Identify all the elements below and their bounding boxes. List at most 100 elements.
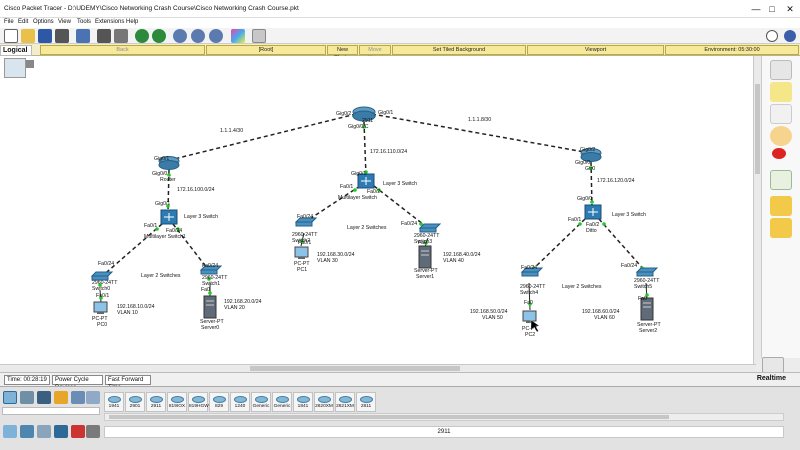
end-devices-icon[interactable] — [20, 391, 34, 404]
move-object-button[interactable]: Move Object — [359, 45, 391, 61]
select-icon[interactable] — [770, 60, 792, 80]
server-server1[interactable] — [418, 245, 432, 269]
menu-options[interactable]: Options — [33, 19, 54, 25]
maximize-button[interactable]: □ — [769, 4, 775, 14]
power-cycle-button[interactable]: Power Cycle Devices — [52, 375, 103, 391]
back-button[interactable]: Back — [40, 45, 205, 55]
components-icon[interactable] — [37, 391, 51, 404]
environment-button[interactable]: Environment: 05:30:00 — [665, 45, 799, 55]
help-icon[interactable] — [784, 30, 796, 42]
custom-device-icon[interactable] — [252, 29, 266, 43]
security-icon[interactable] — [71, 425, 85, 438]
wan-emulation-icon[interactable] — [86, 425, 100, 438]
save-icon[interactable] — [38, 29, 52, 43]
device-2621xm[interactable]: 2621XM — [335, 392, 355, 412]
svg-text:Layer 2 Switches: Layer 2 Switches — [347, 225, 387, 231]
switches-icon[interactable] — [20, 425, 34, 438]
device-2901[interactable]: 2901 — [125, 392, 145, 412]
scroll-thumb[interactable] — [250, 366, 460, 371]
complex-pdu-icon[interactable] — [770, 218, 792, 238]
menu-file[interactable]: File — [4, 19, 14, 25]
viewport-toggle-icon[interactable] — [26, 60, 34, 68]
paste-icon[interactable] — [114, 29, 128, 43]
scroll-thumb[interactable] — [109, 415, 669, 419]
switch-sw3[interactable] — [418, 223, 442, 233]
menu-extensions[interactable]: Extensions — [95, 19, 125, 25]
pc-pc1[interactable] — [294, 246, 309, 259]
device-1841[interactable]: 1841 — [293, 392, 313, 412]
workspace-vertical-scrollbar[interactable] — [753, 56, 761, 364]
l3-switch-left[interactable] — [160, 209, 178, 225]
note-icon[interactable] — [770, 82, 792, 102]
wireless-devices-icon[interactable] — [54, 425, 68, 438]
network-devices-icon[interactable] — [3, 391, 17, 404]
routers-icon[interactable] — [3, 425, 17, 438]
info-icon[interactable] — [766, 30, 778, 42]
switch-sw1[interactable] — [199, 265, 223, 275]
menu-view[interactable]: View — [58, 19, 71, 25]
menu-tools[interactable]: Tools — [77, 19, 92, 25]
server-server2[interactable] — [640, 297, 654, 321]
scroll-thumb[interactable] — [755, 84, 760, 174]
pc-pc0[interactable] — [93, 301, 108, 314]
multiuser-icon[interactable] — [86, 391, 100, 404]
undo-icon[interactable] — [135, 29, 149, 43]
device-1240[interactable]: 1240 — [230, 392, 250, 412]
miscellaneous-icon[interactable] — [71, 391, 85, 404]
navigation-icon[interactable] — [4, 58, 26, 78]
pc-pc2[interactable] — [522, 310, 541, 333]
device-search-field[interactable] — [2, 407, 100, 415]
root-button[interactable]: [Root] — [206, 45, 326, 55]
logical-view-label[interactable]: Logical — [0, 45, 32, 56]
device-819iox[interactable]: 819IOX — [167, 392, 187, 412]
realtime-mode-label[interactable]: Realtime — [756, 375, 786, 382]
switch-sw0[interactable] — [90, 271, 114, 281]
open-icon[interactable] — [21, 29, 35, 43]
viewport-button[interactable]: Viewport — [527, 45, 664, 55]
device-819hgw[interactable]: 819HGW — [188, 392, 209, 412]
connections-icon[interactable] — [54, 391, 68, 404]
resize-icon[interactable] — [770, 170, 792, 190]
router-left[interactable] — [158, 156, 180, 170]
device-2811[interactable]: 2811 — [356, 392, 376, 412]
new-cluster-button[interactable]: New Cluster — [327, 45, 358, 61]
draw-ellipse-icon[interactable] — [772, 148, 786, 159]
logical-workspace[interactable]: 1.1.1.4/30 1.1.1.8/30 172.16.110.0/24 17… — [0, 56, 756, 364]
redo-icon[interactable] — [152, 29, 166, 43]
inspect-icon[interactable] — [770, 126, 792, 146]
zoom-in-icon[interactable] — [173, 29, 187, 43]
menu-help[interactable]: Help — [126, 19, 139, 25]
delete-icon[interactable] — [770, 104, 792, 124]
l3-switch-right[interactable] — [584, 204, 602, 220]
menu-edit[interactable]: Edit — [18, 19, 29, 25]
switch-sw2[interactable] — [294, 217, 318, 227]
drawing-palette-icon[interactable] — [231, 29, 245, 43]
l3-switch-center[interactable] — [357, 173, 375, 189]
activity-wizard-icon[interactable] — [76, 29, 90, 43]
device-829[interactable]: 829 — [209, 392, 229, 412]
device-generic-2[interactable]: Generic — [272, 392, 292, 412]
switch-sw4[interactable] — [520, 267, 544, 277]
print-icon[interactable] — [55, 29, 69, 43]
close-button[interactable]: ✕ — [786, 4, 794, 14]
simple-pdu-icon[interactable] — [770, 196, 792, 216]
device-1941[interactable]: 1941 — [104, 392, 124, 412]
zoom-reset-icon[interactable] — [191, 29, 205, 43]
workspace-horizontal-scrollbar[interactable] — [0, 364, 756, 372]
router-center[interactable] — [352, 106, 376, 122]
hubs-icon[interactable] — [37, 425, 51, 438]
realtime-clock-icon[interactable] — [762, 357, 784, 373]
new-icon[interactable] — [4, 29, 18, 43]
copy-icon[interactable] — [97, 29, 111, 43]
router-right[interactable] — [580, 148, 602, 162]
device-2620xm[interactable]: 2620XM — [314, 392, 334, 412]
zoom-out-icon[interactable] — [209, 29, 223, 43]
server-server0[interactable] — [203, 295, 217, 319]
set-tiled-background-button[interactable]: Set Tiled Background — [392, 45, 526, 55]
device-2911[interactable]: 2911 — [146, 392, 166, 412]
device-generic-1[interactable]: Generic — [251, 392, 271, 412]
switch-sw5[interactable] — [635, 267, 659, 277]
device-list-scrollbar[interactable] — [104, 413, 784, 421]
fast-forward-button[interactable]: Fast Forward Time — [105, 375, 151, 391]
minimize-button[interactable]: — — [751, 4, 761, 14]
